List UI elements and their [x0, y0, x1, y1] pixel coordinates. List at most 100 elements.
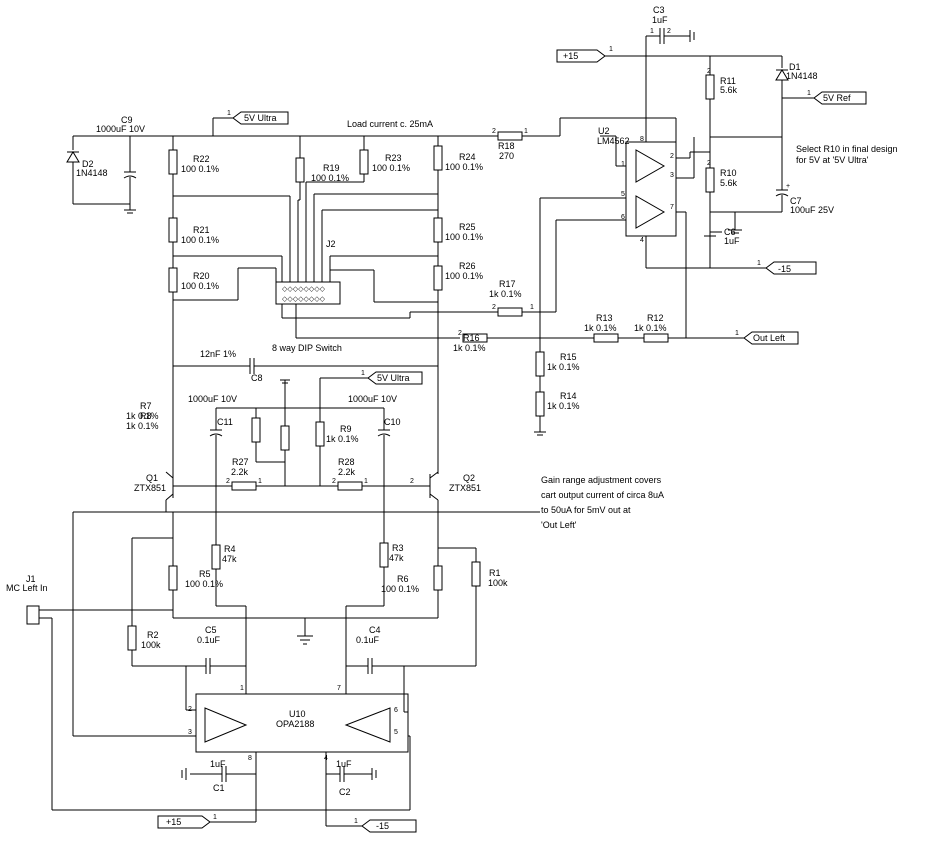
svg-text:C2: C2 — [339, 787, 351, 797]
r3-body — [379, 542, 389, 568]
svg-text:R5: R5 — [199, 569, 211, 579]
svg-text:C7: C7 — [790, 196, 802, 206]
svg-text:Q1: Q1 — [146, 473, 158, 483]
r24-body — [433, 145, 443, 171]
gain-note-2: cart output current of circa 8uA — [541, 490, 664, 500]
r15-body — [535, 351, 545, 377]
dip-switch-note: 8 way DIP Switch — [272, 343, 342, 353]
svg-text:1: 1 — [354, 818, 358, 825]
port-out-left: Out Left — [743, 331, 799, 345]
r9-body — [315, 421, 325, 447]
svg-text:1k 0.1%: 1k 0.1% — [126, 421, 159, 431]
svg-text:C9: C9 — [121, 115, 133, 125]
svg-text:-15: -15 — [778, 264, 791, 274]
svg-text:1: 1 — [364, 478, 368, 485]
r14-body — [535, 391, 545, 417]
r17-body — [497, 307, 523, 317]
svg-text:D1: D1 — [789, 62, 801, 72]
r10-body — [705, 167, 715, 193]
svg-text:1: 1 — [650, 28, 654, 35]
svg-text:R12: R12 — [647, 313, 664, 323]
r22-body — [168, 149, 178, 175]
svg-text:1k 0.1%: 1k 0.1% — [547, 401, 580, 411]
svg-text:C11: C11 — [217, 417, 233, 427]
svg-text:7: 7 — [670, 204, 674, 211]
load-current-note: Load current c. 25mA — [347, 119, 433, 129]
port-minus15-bottom: -15 — [361, 819, 417, 833]
svg-text:2: 2 — [226, 478, 230, 485]
svg-text:OPA2188: OPA2188 — [276, 719, 314, 729]
svg-text:2: 2 — [492, 304, 496, 311]
svg-text:C8: C8 — [251, 373, 263, 383]
svg-text:1: 1 — [361, 370, 365, 377]
svg-text:Out Left: Out Left — [753, 333, 786, 343]
svg-text:1k 0.1%: 1k 0.1% — [453, 343, 486, 353]
svg-text:1: 1 — [807, 90, 811, 97]
r19-body — [295, 157, 305, 183]
svg-text:1k 0.1%: 1k 0.1% — [326, 434, 359, 444]
svg-text:4: 4 — [640, 237, 644, 244]
svg-text:5V Ultra: 5V Ultra — [244, 113, 277, 123]
svg-text:100 0.1%: 100 0.1% — [311, 173, 349, 183]
svg-text:J2: J2 — [326, 239, 336, 249]
svg-text:R3: R3 — [392, 543, 404, 553]
u2b-opamp — [635, 195, 666, 229]
r27-body — [231, 481, 257, 491]
r28-body — [337, 481, 363, 491]
svg-text:LM4562: LM4562 — [597, 136, 630, 146]
svg-text:100 0.1%: 100 0.1% — [181, 281, 219, 291]
svg-text:3: 3 — [188, 729, 192, 736]
svg-text:100k: 100k — [141, 640, 161, 650]
svg-text:12nF 1%: 12nF 1% — [200, 349, 236, 359]
svg-text:1uF: 1uF — [210, 759, 226, 769]
svg-text:5V Ref: 5V Ref — [823, 93, 851, 103]
svg-text:1uF: 1uF — [336, 759, 352, 769]
j1-connector — [26, 605, 40, 625]
svg-text:5: 5 — [394, 729, 398, 736]
svg-text:◇◇◇◇◇◇◇◇: ◇◇◇◇◇◇◇◇ — [282, 286, 326, 293]
svg-text:for 5V at '5V Ultra': for 5V at '5V Ultra' — [796, 155, 869, 165]
r20-body — [168, 267, 178, 293]
svg-text:100 0.1%: 100 0.1% — [445, 232, 483, 242]
svg-text:47k: 47k — [222, 554, 237, 564]
svg-text:R18: R18 — [498, 141, 515, 151]
r5-body — [168, 565, 178, 591]
gain-note-1: Gain range adjustment covers — [541, 475, 662, 485]
svg-text:1N4148: 1N4148 — [76, 168, 108, 178]
svg-text:1: 1 — [530, 304, 534, 311]
svg-text:6: 6 — [394, 707, 398, 714]
svg-text:2.2k: 2.2k — [338, 467, 356, 477]
svg-text:R10: R10 — [720, 168, 737, 178]
r23-body — [359, 149, 369, 175]
svg-text:1: 1 — [213, 814, 217, 821]
svg-text:1N4148: 1N4148 — [786, 71, 818, 81]
r21-body — [168, 217, 178, 243]
svg-text:R7: R7 — [140, 401, 152, 411]
svg-text:R27: R27 — [232, 457, 249, 467]
svg-text:270: 270 — [499, 151, 514, 161]
svg-text:100 0.1%: 100 0.1% — [181, 235, 219, 245]
svg-text:0.1uF: 0.1uF — [197, 635, 221, 645]
r7-body — [251, 417, 261, 443]
svg-text:R19: R19 — [323, 163, 340, 173]
r11-body — [705, 74, 715, 100]
r26-body — [433, 265, 443, 291]
svg-text:1k 0.1%: 1k 0.1% — [634, 323, 667, 333]
svg-text:C10: C10 — [384, 417, 401, 427]
svg-text:100 0.1%: 100 0.1% — [185, 579, 223, 589]
svg-text:100 0.1%: 100 0.1% — [372, 163, 410, 173]
svg-text:Select R10 in final design: Select R10 in final design — [796, 144, 898, 154]
svg-text:R23: R23 — [385, 153, 402, 163]
svg-text:1k 0.1%: 1k 0.1% — [489, 289, 522, 299]
svg-text:0.1uF: 0.1uF — [356, 635, 380, 645]
svg-text:2: 2 — [707, 160, 711, 167]
svg-text:2: 2 — [458, 330, 462, 337]
svg-text:1: 1 — [735, 330, 739, 337]
svg-text:2.2k: 2.2k — [231, 467, 249, 477]
svg-text:R8: R8 — [140, 411, 152, 421]
svg-text:1k 0.1%: 1k 0.1% — [584, 323, 617, 333]
svg-text:6: 6 — [621, 214, 625, 221]
r25-body — [433, 217, 443, 243]
r18-body — [497, 131, 523, 141]
